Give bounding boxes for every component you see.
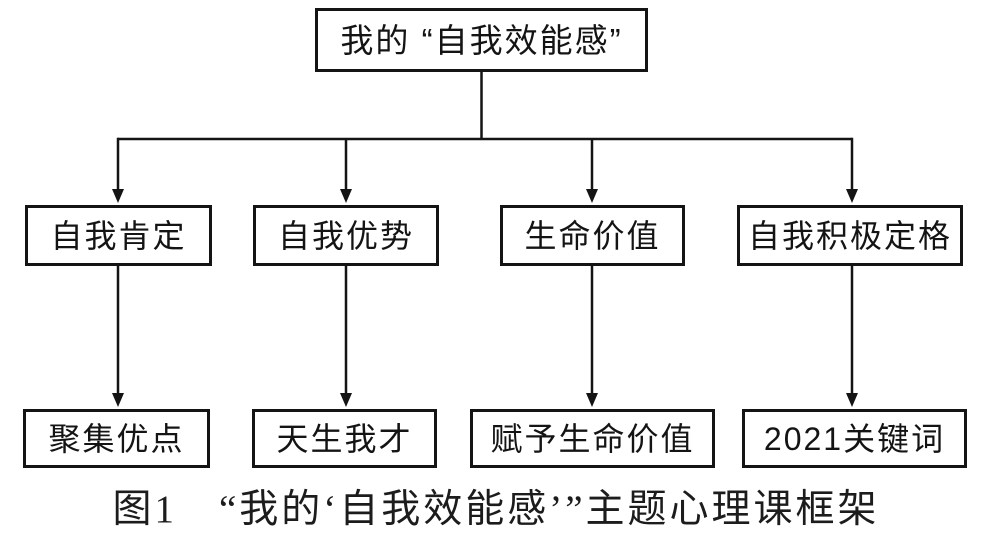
node-label: 天生我才 xyxy=(276,420,413,457)
node-life-value: 生命价值 xyxy=(500,205,685,266)
node-label: 赋予生命价值 xyxy=(490,420,695,457)
node-root-self-efficacy: 我的 “自我效能感” xyxy=(315,8,648,72)
node-positive-framing: 自我积极定格 xyxy=(737,205,963,266)
node-born-talented: 天生我才 xyxy=(252,409,437,468)
arrowheads xyxy=(112,189,858,407)
figure-caption: 图1 “我的‘自我效能感’”主题心理课框架 xyxy=(112,488,880,531)
node-label: 自我优势 xyxy=(277,217,414,254)
node-give-life-value: 赋予生命价值 xyxy=(470,409,715,468)
node-self-strength: 自我优势 xyxy=(253,205,439,266)
node-label: 自我肯定 xyxy=(50,217,187,254)
node-label: 2021关键词 xyxy=(763,420,946,457)
node-root-label: 我的 “自我效能感” xyxy=(340,21,623,59)
node-2021-keywords: 2021关键词 xyxy=(742,409,967,468)
node-label: 生命价值 xyxy=(524,217,661,254)
node-self-affirmation: 自我肯定 xyxy=(25,205,212,266)
node-label: 自我积极定格 xyxy=(747,217,952,254)
node-gather-strengths: 聚集优点 xyxy=(23,409,210,468)
node-label: 聚集优点 xyxy=(48,420,185,457)
